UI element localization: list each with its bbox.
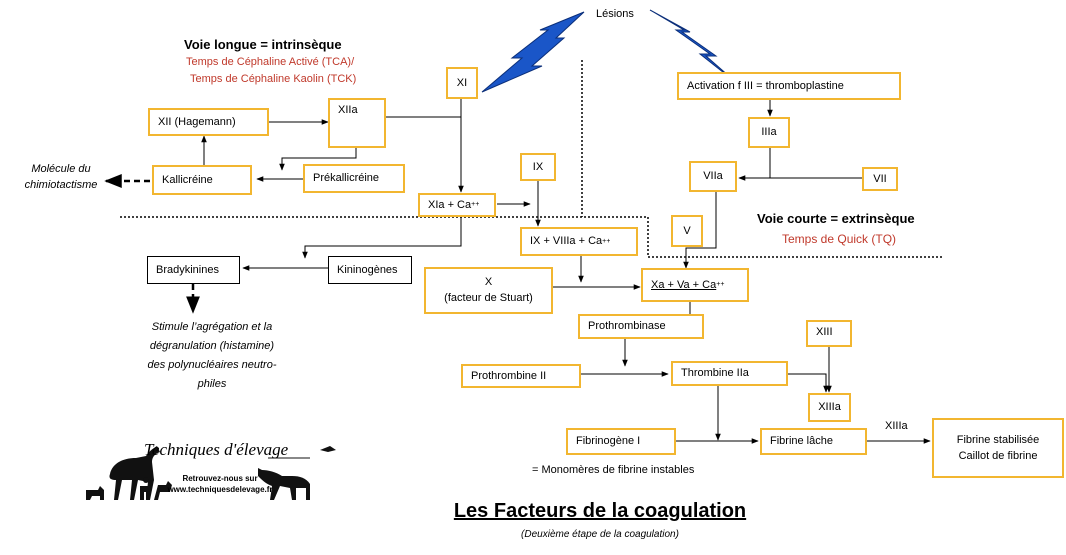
node-ix: IX — [520, 153, 556, 181]
node-ix-viiia-text: IX + VIIIa + Ca — [530, 235, 603, 247]
node-fibrinogene: Fibrinogène I — [566, 428, 676, 455]
arrow-viia-xa — [683, 192, 717, 269]
node-kallicreine: Kallicréine — [152, 165, 252, 195]
voie-longue-title: Voie longue = intrinsèque — [184, 37, 342, 52]
logo-title: Techniques d'élevage — [144, 440, 289, 459]
node-v: V — [671, 215, 703, 247]
arrow-thrombine-xiiia — [788, 373, 829, 393]
xiiia-arrow-label: XIIIa — [885, 420, 908, 432]
node-xii: XII (Hagemann) — [148, 108, 269, 136]
stimule-line-4: philes — [197, 378, 227, 390]
logo-line-1: Retrouvez-nous sur — [182, 474, 258, 483]
node-x-line-2: (facteur de Stuart) — [444, 292, 533, 304]
node-xiia: XIIa — [328, 98, 386, 148]
stimule-line-1: Stimule l’agrégation et la — [151, 321, 273, 333]
node-xa: Xa + Va + Ca++ — [641, 268, 749, 302]
arrow-xia-kininogenes — [302, 217, 462, 259]
stimule-line-3: des polynucléaires neutro- — [147, 359, 277, 371]
monomeres-label: = Monomères de fibrine instables — [532, 464, 695, 476]
node-xiii: XIII — [806, 320, 852, 347]
node-prekallicreine: Prékallicréine — [303, 164, 405, 193]
node-x: X (facteur de Stuart) — [424, 267, 553, 314]
node-bradykinines: Bradykinines — [147, 256, 240, 284]
stimule-text: Stimule l’agrégation et la dégranulation… — [132, 318, 292, 394]
node-xia-text: XIa + Ca — [428, 198, 472, 211]
logo-animals-icon — [86, 446, 336, 500]
node-fibrine-lache: Fibrine lâche — [760, 428, 867, 455]
node-thrombine: Thrombine IIa — [671, 361, 788, 386]
node-fibrine-stabilisee: Fibrine stabilisée Caillot de fibrine — [932, 418, 1064, 478]
footer-title: Les Facteurs de la coagulation — [453, 500, 747, 522]
node-activation-fiii: Activation f III = thromboplastine — [677, 72, 901, 100]
node-kininogenes: Kininogènes — [328, 256, 412, 284]
fibrine-stab-line-2: Caillot de fibrine — [958, 449, 1038, 462]
stimule-line-2: dégranulation (histamine) — [149, 340, 275, 352]
node-xi: XI — [446, 67, 478, 99]
node-x-line-1: X — [484, 276, 493, 288]
arrow-xiia-kallicreine — [279, 148, 357, 171]
molecule-label: Molécule du chimiotactisme — [15, 163, 107, 192]
lightning-right-icon — [649, 9, 739, 85]
molecule-line-1: Molécule du — [31, 163, 91, 175]
node-prothrombine: Prothrombine II — [461, 364, 581, 388]
voie-courte-title: Voie courte = extrinsèque — [757, 211, 915, 226]
tca-label: Temps de Céphaline Activé (TCA)/ — [186, 56, 355, 68]
node-xa-text: Xa + Va + Ca — [651, 278, 717, 291]
node-vii: VII — [862, 167, 898, 191]
node-prothrombinase: Prothrombinase — [578, 314, 704, 339]
molecule-line-2: chimiotactisme — [24, 179, 98, 191]
logo-line-2: www.techniquesdelevage.fr — [167, 485, 273, 494]
footer-subtitle: (Deuxième étape de la coagulation) — [521, 529, 679, 540]
tck-label: Temps de Céphaline Kaolin (TCK) — [190, 73, 357, 85]
node-iiia: IIIa — [748, 117, 790, 148]
separator-extrinsic — [647, 217, 944, 258]
node-xiiia: XIIIa — [808, 393, 851, 422]
lesions-label: Lésions — [596, 8, 634, 20]
quick-label: Temps de Quick (TQ) — [782, 232, 897, 246]
node-xia: XIa + Ca++ — [418, 193, 496, 217]
lightning-left-icon — [481, 11, 585, 93]
fibrine-stab-line-1: Fibrine stabilisée — [956, 433, 1040, 446]
node-viia: VIIa — [689, 161, 737, 192]
node-ix-viiia: IX + VIIIa + Ca++ — [520, 227, 638, 256]
